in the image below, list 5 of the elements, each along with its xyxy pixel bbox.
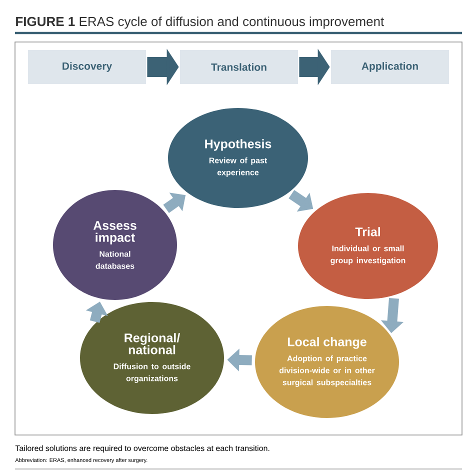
caption: Tailored solutions are required to overcome obstacles at each transition. [15,445,270,453]
figure-title: FIGURE 1 ERAS cycle of diffusion and continuous improvement [16,16,384,29]
stage-box: Application [331,50,449,84]
stage-box: Translation [180,50,298,84]
stage-box: Discovery [28,50,146,84]
